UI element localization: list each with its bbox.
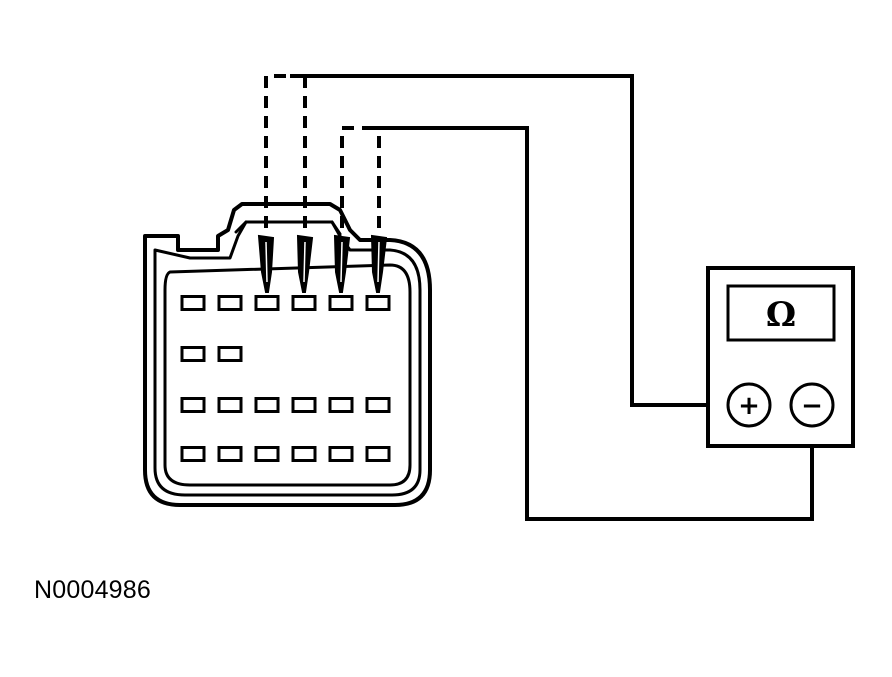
lead-positive-dashed-a: [264, 74, 290, 228]
pin-r2-c1: [180, 346, 206, 362]
pin-r4-c5: [328, 446, 354, 462]
negative-terminal: [789, 382, 835, 428]
pin-r3-c2: [217, 397, 243, 413]
pin-r2-c2: [217, 346, 243, 362]
connector-cavity-outline: [163, 263, 412, 487]
latch-detail: [234, 220, 342, 236]
pin-r1-c3: [254, 295, 280, 311]
pin-r3-c6: [365, 397, 391, 413]
positive-terminal-label: +: [738, 391, 760, 421]
pin-r3-c5: [328, 397, 354, 413]
pin-r1-c6: [365, 295, 391, 311]
figure-id-caption: N0004986: [34, 576, 151, 604]
test-probes: [257, 234, 388, 293]
multimeter-display: [726, 284, 836, 342]
probe-highlight-4: [303, 241, 306, 283]
probe-highlight-5: [340, 241, 343, 283]
multimeter: Ω + −: [706, 266, 855, 448]
pin-r3-c3: [254, 397, 280, 413]
pin-r4-c1: [180, 446, 206, 462]
pin-r1-c2: [217, 295, 243, 311]
lead-negative-dashed-a: [340, 126, 366, 228]
test-leads: [264, 74, 814, 521]
pin-r4-c3: [254, 446, 280, 462]
probe-highlight-3: [265, 241, 268, 283]
pin-r1-c5: [328, 295, 354, 311]
negative-terminal-label: −: [801, 391, 823, 421]
ohm-symbol: Ω: [766, 295, 796, 335]
pin-r3-c1: [180, 397, 206, 413]
positive-terminal: [726, 382, 772, 428]
probe-highlight-6: [377, 241, 380, 283]
pin-r4-c2: [217, 446, 243, 462]
pin-r1-c4: [291, 295, 317, 311]
connector-housing-outer: [143, 202, 432, 507]
connector-pins: [180, 295, 391, 462]
pin-r4-c4: [291, 446, 317, 462]
lead-positive-solid: [290, 74, 722, 407]
pin-r3-c4: [291, 397, 317, 413]
pin-r1-c1: [180, 295, 206, 311]
pin-r4-c6: [365, 446, 391, 462]
lead-negative-solid: [366, 126, 814, 521]
